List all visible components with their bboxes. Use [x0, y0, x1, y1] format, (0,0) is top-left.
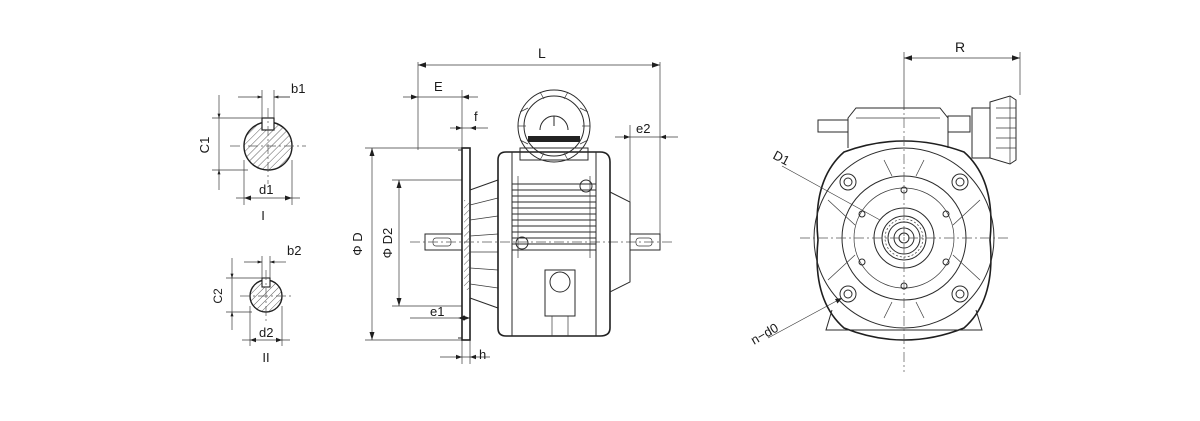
label-l: L	[538, 45, 546, 61]
label-b1: b1	[291, 81, 305, 96]
section-i-shaft-view: b1 C1 d1 I	[197, 81, 306, 223]
side-handwheel	[989, 95, 1017, 165]
output-shaft	[629, 233, 661, 251]
front-flange	[816, 140, 992, 341]
output-bearing-cap	[609, 191, 631, 293]
label-e: E	[434, 79, 443, 94]
label-d1-pcd: D1	[771, 147, 793, 168]
label-c2: C2	[211, 288, 225, 304]
handwheel-knob	[517, 89, 591, 163]
label-n-d0: n−d0	[748, 320, 781, 348]
side-view: L E f e2 Φ D Φ D2 e1	[350, 45, 678, 364]
label-e2: e2	[636, 121, 650, 136]
label-b2: b2	[287, 243, 301, 258]
label-f: f	[474, 109, 478, 124]
label-d2: d2	[259, 325, 273, 340]
label-phi-d2: Φ D2	[380, 228, 395, 259]
label-section-i: I	[261, 208, 265, 223]
label-c1: C1	[197, 137, 212, 154]
label-e1: e1	[430, 304, 444, 319]
front-view: R	[748, 39, 1021, 372]
label-section-ii: II	[262, 350, 269, 365]
main-housing	[497, 151, 611, 337]
label-h: h	[479, 347, 486, 362]
section-ii-shaft-view: b2 C2 d2 II	[211, 243, 301, 365]
top-gear-housing	[847, 107, 949, 148]
label-phi-d: Φ D	[350, 232, 365, 255]
label-d1: d1	[259, 182, 273, 197]
label-r: R	[955, 39, 965, 55]
